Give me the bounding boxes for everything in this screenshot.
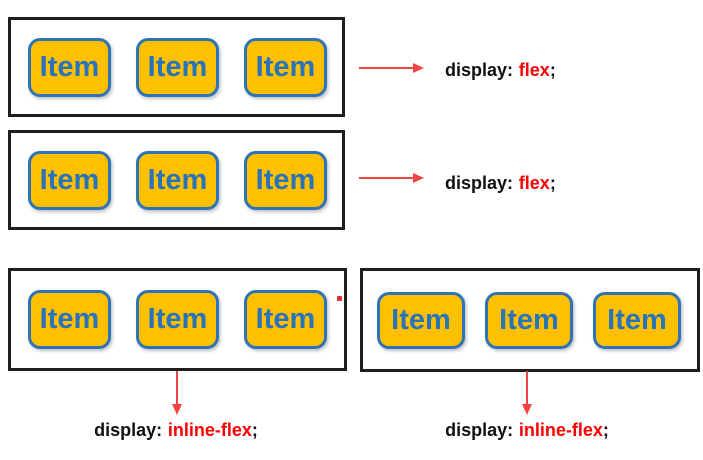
code-property: display:: [445, 60, 514, 80]
flex-item-label: Item: [255, 163, 316, 196]
inline-flex-container-left: Item Item Item: [8, 268, 347, 371]
code-property: display:: [94, 420, 163, 440]
flex-container-1: Item Item Item: [8, 17, 345, 117]
flex-item-label: Item: [255, 303, 316, 335]
code-label-inline-flex-right: display:inline-flex;: [445, 419, 609, 441]
flex-item-label: Item: [147, 163, 208, 196]
code-value: flex: [518, 173, 550, 193]
flex-item-label: Item: [39, 163, 100, 196]
flex-item-label: Item: [147, 303, 208, 335]
arrow-right-icon: [359, 173, 424, 183]
code-label-inline-flex-left: display:inline-flex;: [94, 419, 258, 441]
flex-container-2: Item Item Item: [8, 130, 345, 230]
flex-item-label: Item: [39, 303, 100, 335]
flex-item: Item: [136, 290, 219, 349]
flex-item: Item: [244, 37, 327, 97]
flex-item-label: Item: [255, 50, 316, 83]
flex-item: Item: [28, 150, 111, 210]
flex-item: Item: [244, 290, 327, 349]
flex-item: Item: [28, 290, 111, 349]
flex-item-label: Item: [147, 50, 208, 83]
arrow-down-icon: [172, 371, 182, 415]
flex-item: Item: [593, 291, 681, 349]
inline-flex-container-right: Item Item Item: [360, 268, 700, 372]
red-dot-marker: [337, 296, 342, 301]
flex-item: Item: [377, 291, 465, 349]
code-value: inline-flex: [167, 420, 252, 440]
flex-item-label: Item: [499, 303, 559, 336]
code-terminator: ;: [602, 420, 609, 440]
flex-item-label: Item: [391, 303, 451, 336]
flex-item: Item: [485, 291, 573, 349]
flex-item-label: Item: [607, 303, 667, 336]
arrow-down-icon: [522, 371, 532, 415]
code-terminator: ;: [549, 173, 556, 193]
code-value: flex: [518, 60, 550, 80]
code-value: inline-flex: [518, 420, 603, 440]
flex-item-label: Item: [39, 50, 100, 83]
code-label-flex-1: display:flex;: [445, 59, 556, 81]
code-terminator: ;: [549, 60, 556, 80]
arrow-right-icon: [359, 63, 424, 73]
code-property: display:: [445, 173, 514, 193]
flex-item: Item: [244, 150, 327, 210]
flex-item: Item: [136, 150, 219, 210]
code-terminator: ;: [251, 420, 258, 440]
flex-item: Item: [136, 37, 219, 97]
code-label-flex-2: display:flex;: [445, 172, 556, 194]
flex-item: Item: [28, 37, 111, 97]
code-property: display:: [445, 420, 514, 440]
